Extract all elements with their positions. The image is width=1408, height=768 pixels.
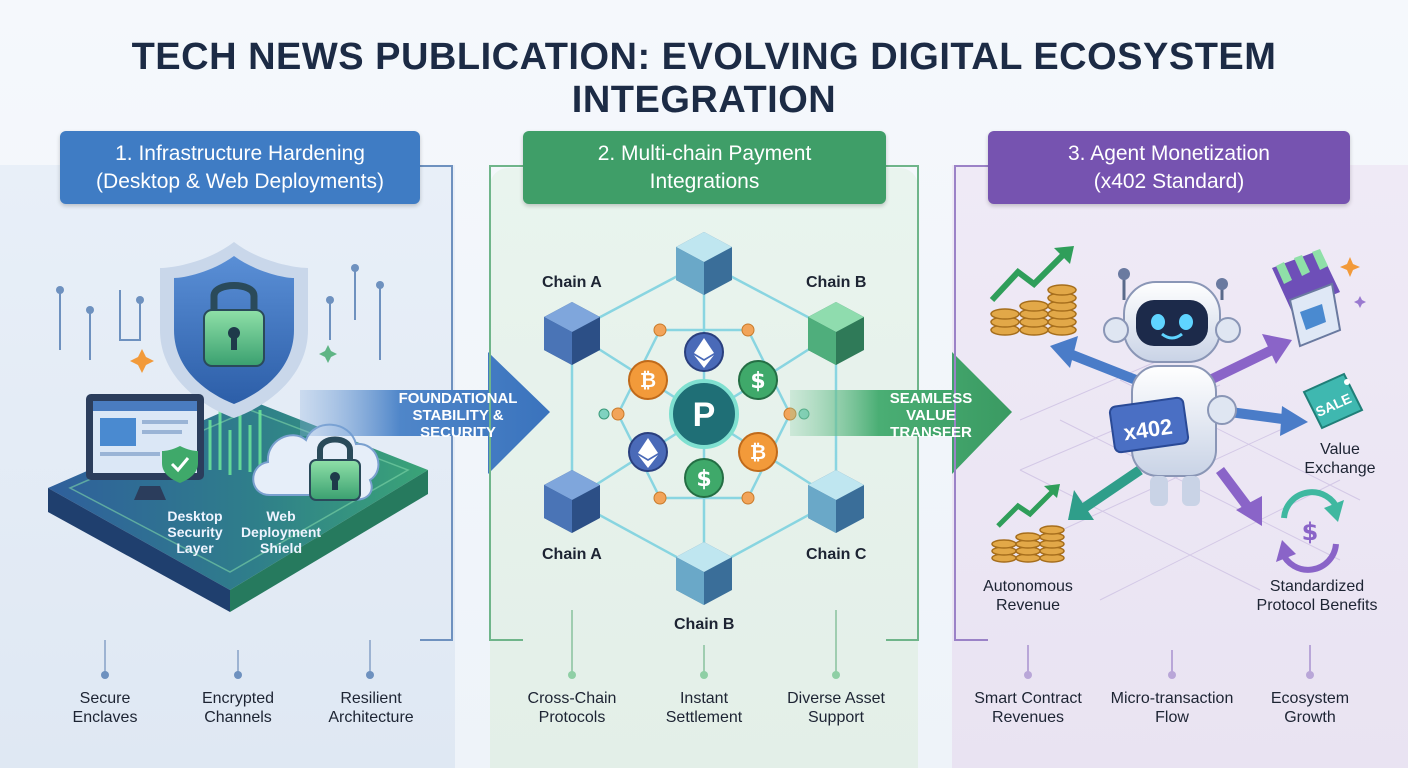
footer-label: Micro-transaction Flow — [1110, 690, 1234, 726]
chain-label: Chain B — [674, 616, 735, 633]
section-header-line1: 1. Infrastructure Hardening — [115, 141, 365, 165]
payment-hub-symbol: P — [693, 396, 716, 434]
illustration-label-desktop: Desktop Security Layer — [167, 508, 223, 556]
sparkle-icon — [1340, 257, 1360, 277]
chain-cube — [676, 232, 732, 295]
coin-stack-icon — [990, 284, 1077, 336]
section-header-line2: (x402 Standard) — [1093, 169, 1245, 193]
svg-text:₿: ₿ — [750, 440, 766, 464]
callout-label: Standardized Protocol Benefits — [1256, 578, 1378, 614]
chain-cube — [544, 470, 600, 533]
illustration-label-web: Web Deployment Shield — [240, 508, 322, 556]
growth-chart-icon — [989, 246, 1074, 303]
bitcoin-coin-icon: ₿ — [628, 360, 668, 400]
svg-text:$: $ — [1302, 518, 1319, 546]
chain-cube — [808, 470, 864, 533]
footer-label: Resilient Architecture — [328, 690, 414, 726]
chain-cube — [808, 302, 864, 365]
ethereum-coin-icon — [684, 332, 724, 372]
payment-hub-icon — [669, 379, 739, 449]
growth-chart-icon-small — [996, 484, 1060, 528]
dollar-coin-icon: $ — [738, 360, 778, 400]
ethereum-coin-icon — [628, 432, 668, 472]
chain-label: Chain A — [542, 274, 602, 291]
bitcoin-coin-icon: ₿ — [738, 432, 778, 472]
arrow-seamless — [790, 352, 1012, 474]
dollar-coin-icon: $ — [684, 458, 724, 498]
shop-storefront-icon — [1272, 249, 1342, 348]
callout-label: Autonomous Revenue — [983, 578, 1073, 614]
svg-text:₿: ₿ — [640, 368, 656, 392]
svg-text:$: $ — [696, 467, 711, 492]
svg-text:$: $ — [750, 369, 765, 394]
callout-label: Value Exchange — [1304, 441, 1376, 477]
sparkle-icon — [130, 349, 154, 373]
footer-label: Smart Contract Revenues — [974, 690, 1082, 726]
sparkle-icon-green — [319, 345, 337, 363]
footer-label: Encrypted Channels — [201, 690, 275, 726]
footer-label: Secure Enclaves — [72, 690, 138, 726]
cloud-padlock-icon — [309, 436, 361, 501]
section-header-monetization: 3. Agent Monetization (x402 Standard) — [988, 131, 1350, 204]
footer-label: Instant Settlement — [665, 690, 743, 726]
sale-tag-icon — [1302, 372, 1364, 430]
section-header-infrastructure: 1. Infrastructure Hardening (Desktop & W… — [60, 131, 420, 204]
robot-agent-icon — [1103, 268, 1241, 506]
dollar-exchange-icon: $ — [1276, 489, 1344, 573]
chain-label: Chain C — [806, 546, 867, 563]
chain-cube — [544, 302, 600, 365]
arrow-foundational — [300, 352, 550, 474]
footer-label: Cross-Chain Protocols — [527, 690, 617, 726]
desktop-monitor-icon — [86, 394, 204, 500]
panel2-dots — [568, 671, 840, 679]
padlock-icon — [203, 282, 265, 367]
section-header-line1: 3. Agent Monetization — [1068, 141, 1270, 165]
section-header-payments: 2. Multi-chain Payment Integrations — [523, 131, 886, 204]
page-title: TECH NEWS PUBLICATION: EVOLVING DIGITAL … — [131, 36, 1277, 121]
section-header-line2: (Desktop & Web Deployments) — [96, 169, 384, 193]
section-header-line1: 2. Multi-chain Payment — [597, 141, 812, 165]
footer-label: Diverse Asset Support — [787, 690, 885, 726]
sparkle-icon-purple — [1354, 296, 1366, 308]
panel1-circuit-dots — [56, 264, 384, 679]
robot-output-arrows — [1050, 334, 1308, 526]
footer-label: Ecosystem Growth — [1270, 690, 1350, 726]
panel3-frame-lines — [954, 165, 1311, 675]
section-header-line2: Integrations — [649, 169, 760, 193]
chain-cube — [676, 542, 732, 605]
arrow-seamless-label: SEAMLESS VALUE TRANSFER — [889, 390, 973, 441]
panel3-dots — [1024, 671, 1314, 679]
chain-label: Chain A — [542, 546, 602, 563]
arrow-foundational-label: FOUNDATIONAL STABILITY & SECURITY — [398, 390, 518, 441]
coin-stack-icon-small — [991, 525, 1065, 563]
chain-label: Chain B — [806, 274, 867, 291]
